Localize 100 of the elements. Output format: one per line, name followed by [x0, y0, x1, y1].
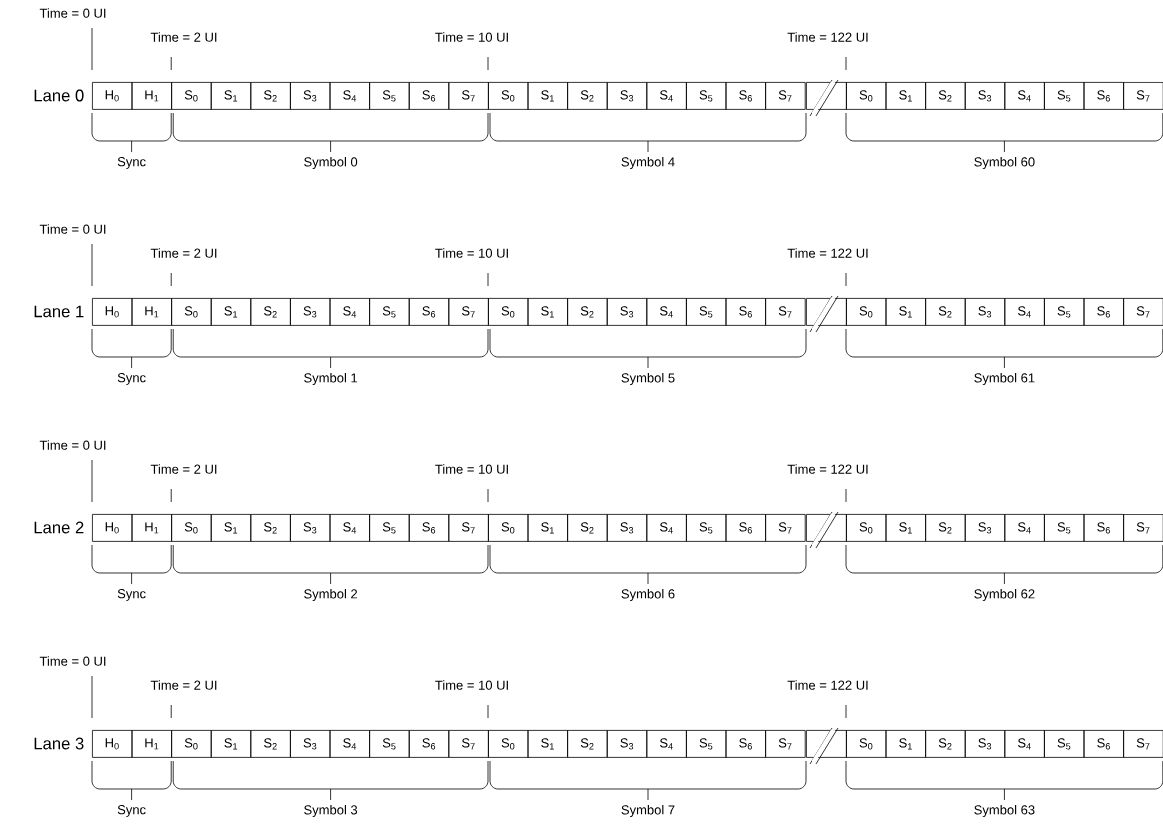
slot-cell: S$_{7}$	[1123, 730, 1163, 758]
slot-cell: S$_{5}$	[1044, 298, 1085, 326]
slot-cell: S$_{5}$	[369, 82, 410, 110]
slot-cell: S$_{5}$	[369, 298, 410, 326]
slot-cell: S$_{2}$	[925, 298, 966, 326]
slot-cell: S$_{3}$	[606, 730, 648, 758]
group-label: Symbol 0	[304, 156, 358, 170]
slot-cell: S$_{6}$	[1083, 514, 1124, 542]
slot-cell: S$_{7}$	[1123, 82, 1163, 110]
lane-label: Lane 3	[34, 737, 84, 750]
time-label: Time = 10 UI	[435, 464, 508, 474]
time-label: Time = 0 UI	[39, 656, 106, 666]
group-label: Symbol 62	[974, 588, 1035, 602]
group-label: Symbol 2	[304, 588, 358, 602]
slot-cell: S$_{6}$	[725, 298, 766, 326]
slot-cell: S$_{7}$	[448, 730, 489, 758]
slot-cell: S$_{4}$	[1004, 298, 1045, 326]
time-label: Time = 0 UI	[39, 224, 106, 234]
slot-cell: S$_{3}$	[964, 298, 1006, 326]
slot-cell: S$_{3}$	[606, 514, 648, 542]
slot-cell: H$_{1}$	[131, 730, 172, 758]
slot-cell: S$_{2}$	[567, 82, 608, 110]
slot-cell: S$_{1}$	[210, 298, 252, 326]
slot-cell: S$_{2}$	[925, 82, 966, 110]
group-label: Symbol 7	[621, 804, 675, 818]
slot-cell: S$_{7}$	[448, 82, 489, 110]
slot-cell: S$_{2}$	[250, 82, 291, 110]
slot-cell: S$_{7}$	[1123, 298, 1163, 326]
gap-cell	[806, 514, 847, 542]
time-label: Time = 10 UI	[435, 248, 508, 258]
slot-cell: S$_{7}$	[448, 298, 489, 326]
time-label: Time = 10 UI	[435, 680, 508, 690]
slot-cell: S$_{1}$	[527, 514, 568, 542]
slot-cell: S$_{5}$	[1044, 514, 1085, 542]
time-label: Time = 122 UI	[787, 464, 868, 474]
slot-cell: S$_{2}$	[250, 514, 291, 542]
lane-label: Lane 2	[34, 521, 84, 534]
slot-cell: S$_{0}$	[846, 82, 887, 110]
slot-cell: H$_{1}$	[131, 82, 172, 110]
group-label: Symbol 61	[974, 372, 1035, 386]
slot-cell: S$_{5}$	[686, 298, 727, 326]
slot-cell: S$_{6}$	[408, 514, 450, 542]
time-label: Time = 10 UI	[435, 32, 508, 42]
time-label: Time = 2 UI	[150, 464, 217, 474]
slot-cell: S$_{4}$	[329, 730, 370, 758]
time-label: Time = 2 UI	[150, 248, 217, 258]
slot-cell: S$_{1}$	[210, 514, 252, 542]
slot-cell: S$_{5}$	[686, 514, 727, 542]
lane-label: Lane 1	[34, 305, 84, 318]
slot-cell: S$_{5}$	[369, 514, 410, 542]
slot-cell: S$_{7}$	[448, 514, 489, 542]
slot-cell: S$_{5}$	[686, 730, 727, 758]
slot-cell: S$_{2}$	[925, 514, 966, 542]
slot-cell: S$_{1}$	[527, 298, 568, 326]
group-label: Symbol 63	[974, 804, 1035, 818]
group-label: Symbol 4	[621, 156, 675, 170]
slot-cell: S$_{4}$	[1004, 82, 1045, 110]
slot-cell: S$_{3}$	[290, 730, 331, 758]
slot-cell: H$_{1}$	[131, 514, 172, 542]
gap-cell	[806, 82, 847, 110]
group-label: Symbol 6	[621, 588, 675, 602]
slot-cell: S$_{0}$	[171, 298, 212, 326]
slot-cell: S$_{1}$	[210, 730, 252, 758]
slot-cell: S$_{3}$	[290, 82, 331, 110]
slot-cell: S$_{0}$	[171, 730, 212, 758]
slot-cell: S$_{3}$	[290, 298, 331, 326]
slot-cell: S$_{4}$	[1004, 514, 1045, 542]
slot-cell: S$_{6}$	[408, 82, 450, 110]
slot-cell: S$_{7}$	[1123, 514, 1163, 542]
slot-cell: S$_{1}$	[527, 730, 568, 758]
slot-cell: S$_{1}$	[885, 298, 926, 326]
slot-cell: S$_{2}$	[250, 298, 291, 326]
group-label: Sync	[117, 589, 146, 601]
group-label: Sync	[117, 805, 146, 817]
gap-cell	[806, 730, 847, 758]
group-label: Symbol 5	[621, 372, 675, 386]
time-label: Time = 0 UI	[39, 8, 106, 18]
slot-cell: S$_{3}$	[964, 730, 1006, 758]
lane-label: Lane 0	[34, 89, 84, 102]
slot-cell: S$_{0}$	[488, 298, 529, 326]
slot-cell: S$_{4}$	[646, 514, 687, 542]
slot-cell: S$_{4}$	[329, 298, 370, 326]
slot-cell: H$_{1}$	[131, 298, 172, 326]
group-label: Symbol 1	[304, 372, 358, 386]
slot-cell: H$_{0}$	[92, 82, 133, 110]
slot-cell: S$_{7}$	[765, 730, 806, 758]
slot-cell: S$_{4}$	[329, 514, 370, 542]
slot-cell: S$_{2}$	[567, 298, 608, 326]
group-label: Symbol 60	[974, 156, 1035, 170]
time-label: Time = 122 UI	[787, 248, 868, 258]
slot-cell: S$_{0}$	[171, 82, 212, 110]
slot-cell: S$_{0}$	[846, 730, 887, 758]
slot-cell: H$_{0}$	[92, 298, 133, 326]
slot-cell: S$_{6}$	[725, 730, 766, 758]
slot-cell: S$_{3}$	[606, 82, 648, 110]
time-label: Time = 122 UI	[787, 32, 868, 42]
slot-cell: S$_{2}$	[567, 730, 608, 758]
slot-cell: S$_{6}$	[725, 514, 766, 542]
slot-cell: S$_{1}$	[210, 82, 252, 110]
time-label: Time = 2 UI	[150, 680, 217, 690]
